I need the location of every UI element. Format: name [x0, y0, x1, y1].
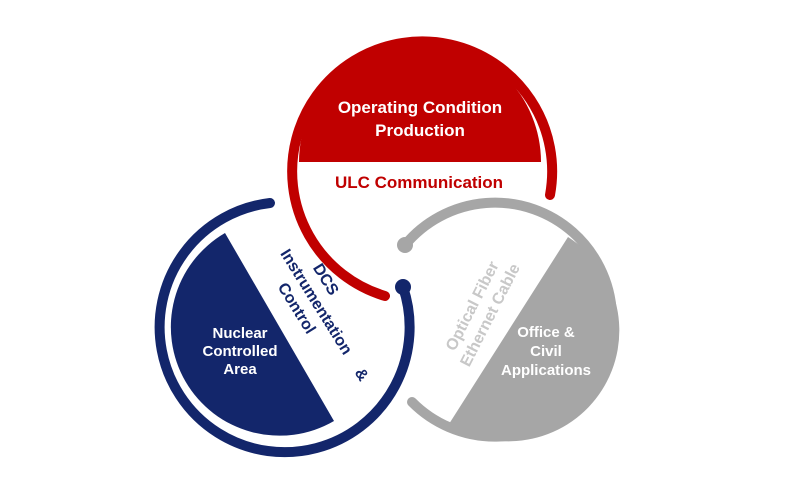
- right-segment-title-line2: Civil: [530, 343, 562, 360]
- navy-ring: [154, 198, 415, 458]
- red-segment: [299, 41, 541, 163]
- top-ring-label: ULC Communication: [335, 173, 503, 192]
- navy-segment: [170, 233, 334, 436]
- right-segment-title-line1: Office &: [517, 324, 575, 341]
- gray-segment: [449, 237, 620, 442]
- left-segment-title-line1: Nuclear: [212, 325, 267, 342]
- left-segment-title-line3: Area: [223, 361, 257, 378]
- navy-ring-end-dot: [395, 279, 411, 295]
- top-segment-title-line1: Operating Condition: [338, 98, 502, 117]
- right-segment-title-line3: Applications: [501, 362, 591, 379]
- top-segment-title-line2: Production: [375, 121, 465, 140]
- left-ring-label-line3: &: [351, 366, 372, 385]
- gray-ring-end-dot: [397, 237, 413, 253]
- left-segment-title-line2: Controlled: [203, 343, 278, 360]
